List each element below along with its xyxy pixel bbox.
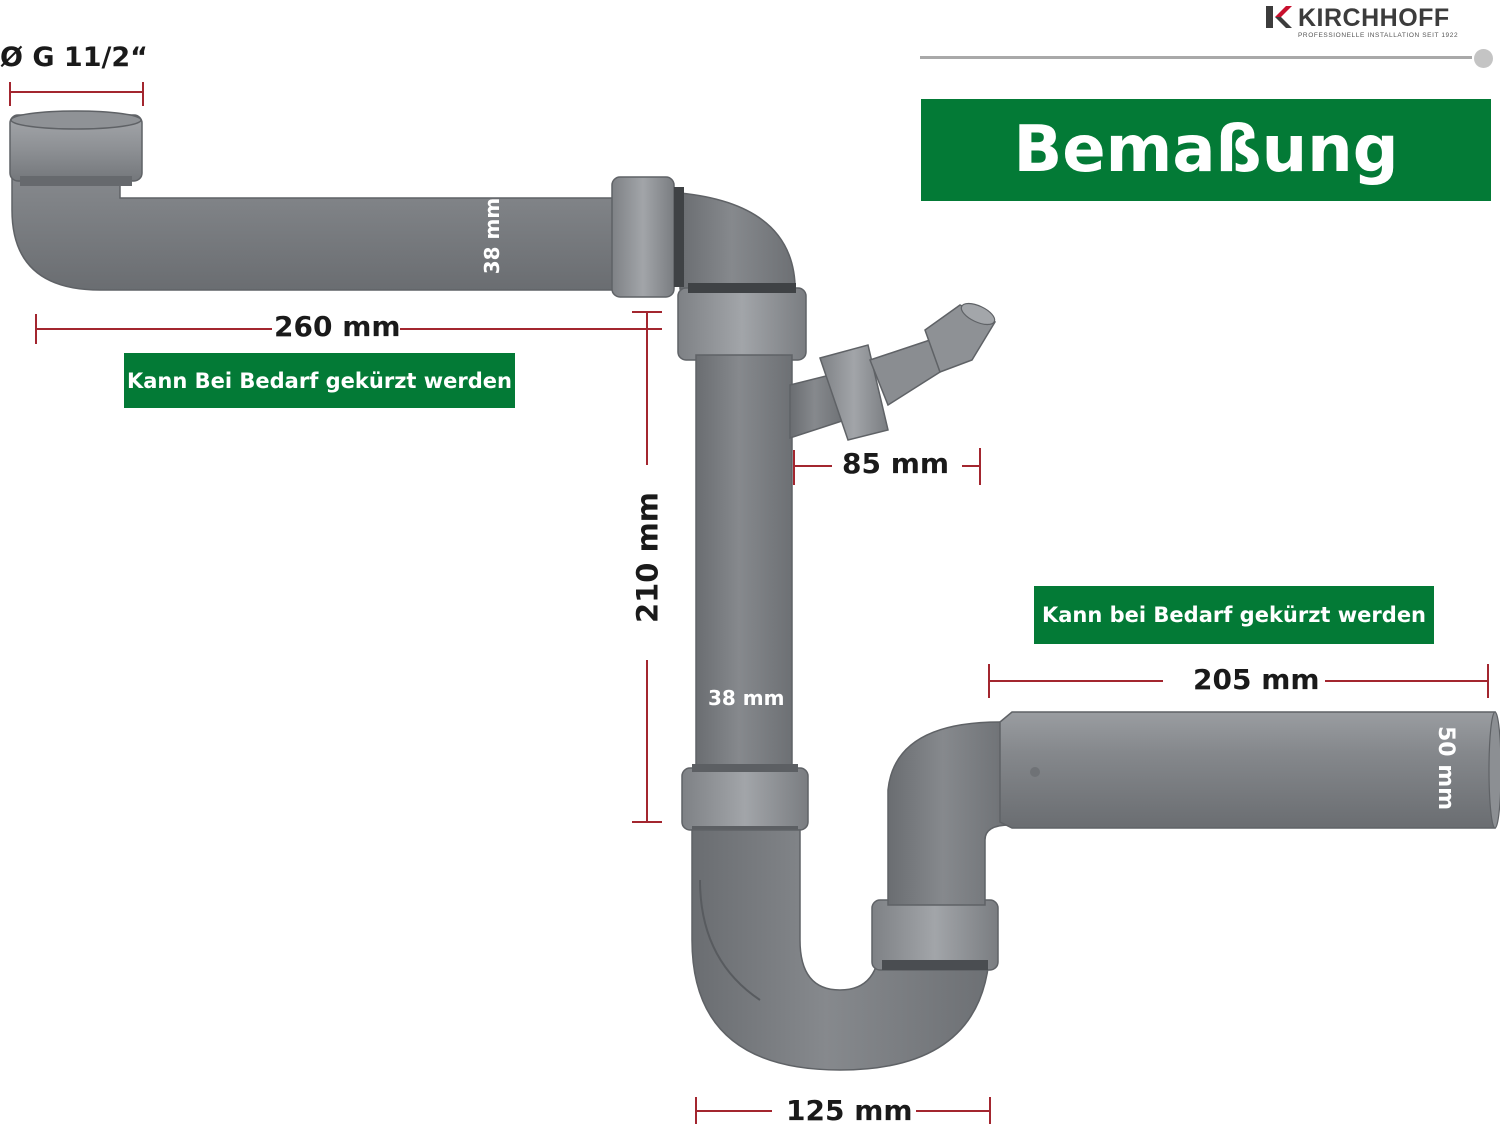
- dim-thread-label: Ø G 11/2“: [0, 42, 148, 73]
- dim-vertical-length-label: 210 mm: [630, 491, 665, 624]
- trap-bend: [681, 764, 999, 1071]
- upper-elbow: [611, 176, 807, 361]
- dimension-lines: [9, 82, 1489, 1124]
- brand-tagline: PROFESSIONELLE INSTALLATION SEIT 1922: [1298, 32, 1459, 39]
- header-rule-dot: [1474, 49, 1493, 68]
- outlet-pipe: [887, 711, 1500, 906]
- note-outlet-pipe-text: Kann bei Bedarf gekürzt werden: [1041, 603, 1427, 627]
- vertical-pipe-diameter-label: 38 mm: [708, 686, 785, 710]
- note-top-pipe-text: Kann Bei Bedarf gekürzt werden: [126, 368, 512, 393]
- header-rule: [920, 56, 1472, 59]
- dim-side-branch-label: 85 mm: [842, 447, 950, 480]
- brand-logo: KIRCHHOFF PROFESSIONELLE INSTALLATION SE…: [1264, 2, 1476, 46]
- dim-top-length-label: 260 mm: [274, 310, 401, 343]
- note-outlet-pipe: Kann bei Bedarf gekürzt werden: [1034, 586, 1434, 644]
- outlet-diameter-label: 50 mm: [1433, 725, 1458, 811]
- note-top-pipe: Kann Bei Bedarf gekürzt werden: [124, 353, 515, 408]
- vertical-pipe: [695, 354, 793, 776]
- dim-trap-width-label: 125 mm: [786, 1094, 913, 1127]
- brand-name: KIRCHHOFF: [1298, 4, 1450, 32]
- page-title: Bemaßung: [921, 99, 1491, 201]
- top-pipe-diameter-label: 38 mm: [480, 197, 504, 275]
- page-title-text: Bemaßung: [1013, 113, 1399, 187]
- kirchhoff-k-logo-icon: [1266, 6, 1292, 28]
- dim-outlet-length-label: 205 mm: [1193, 663, 1320, 696]
- side-branch-connector: [789, 302, 997, 441]
- top-inlet-pipe: [9, 110, 626, 291]
